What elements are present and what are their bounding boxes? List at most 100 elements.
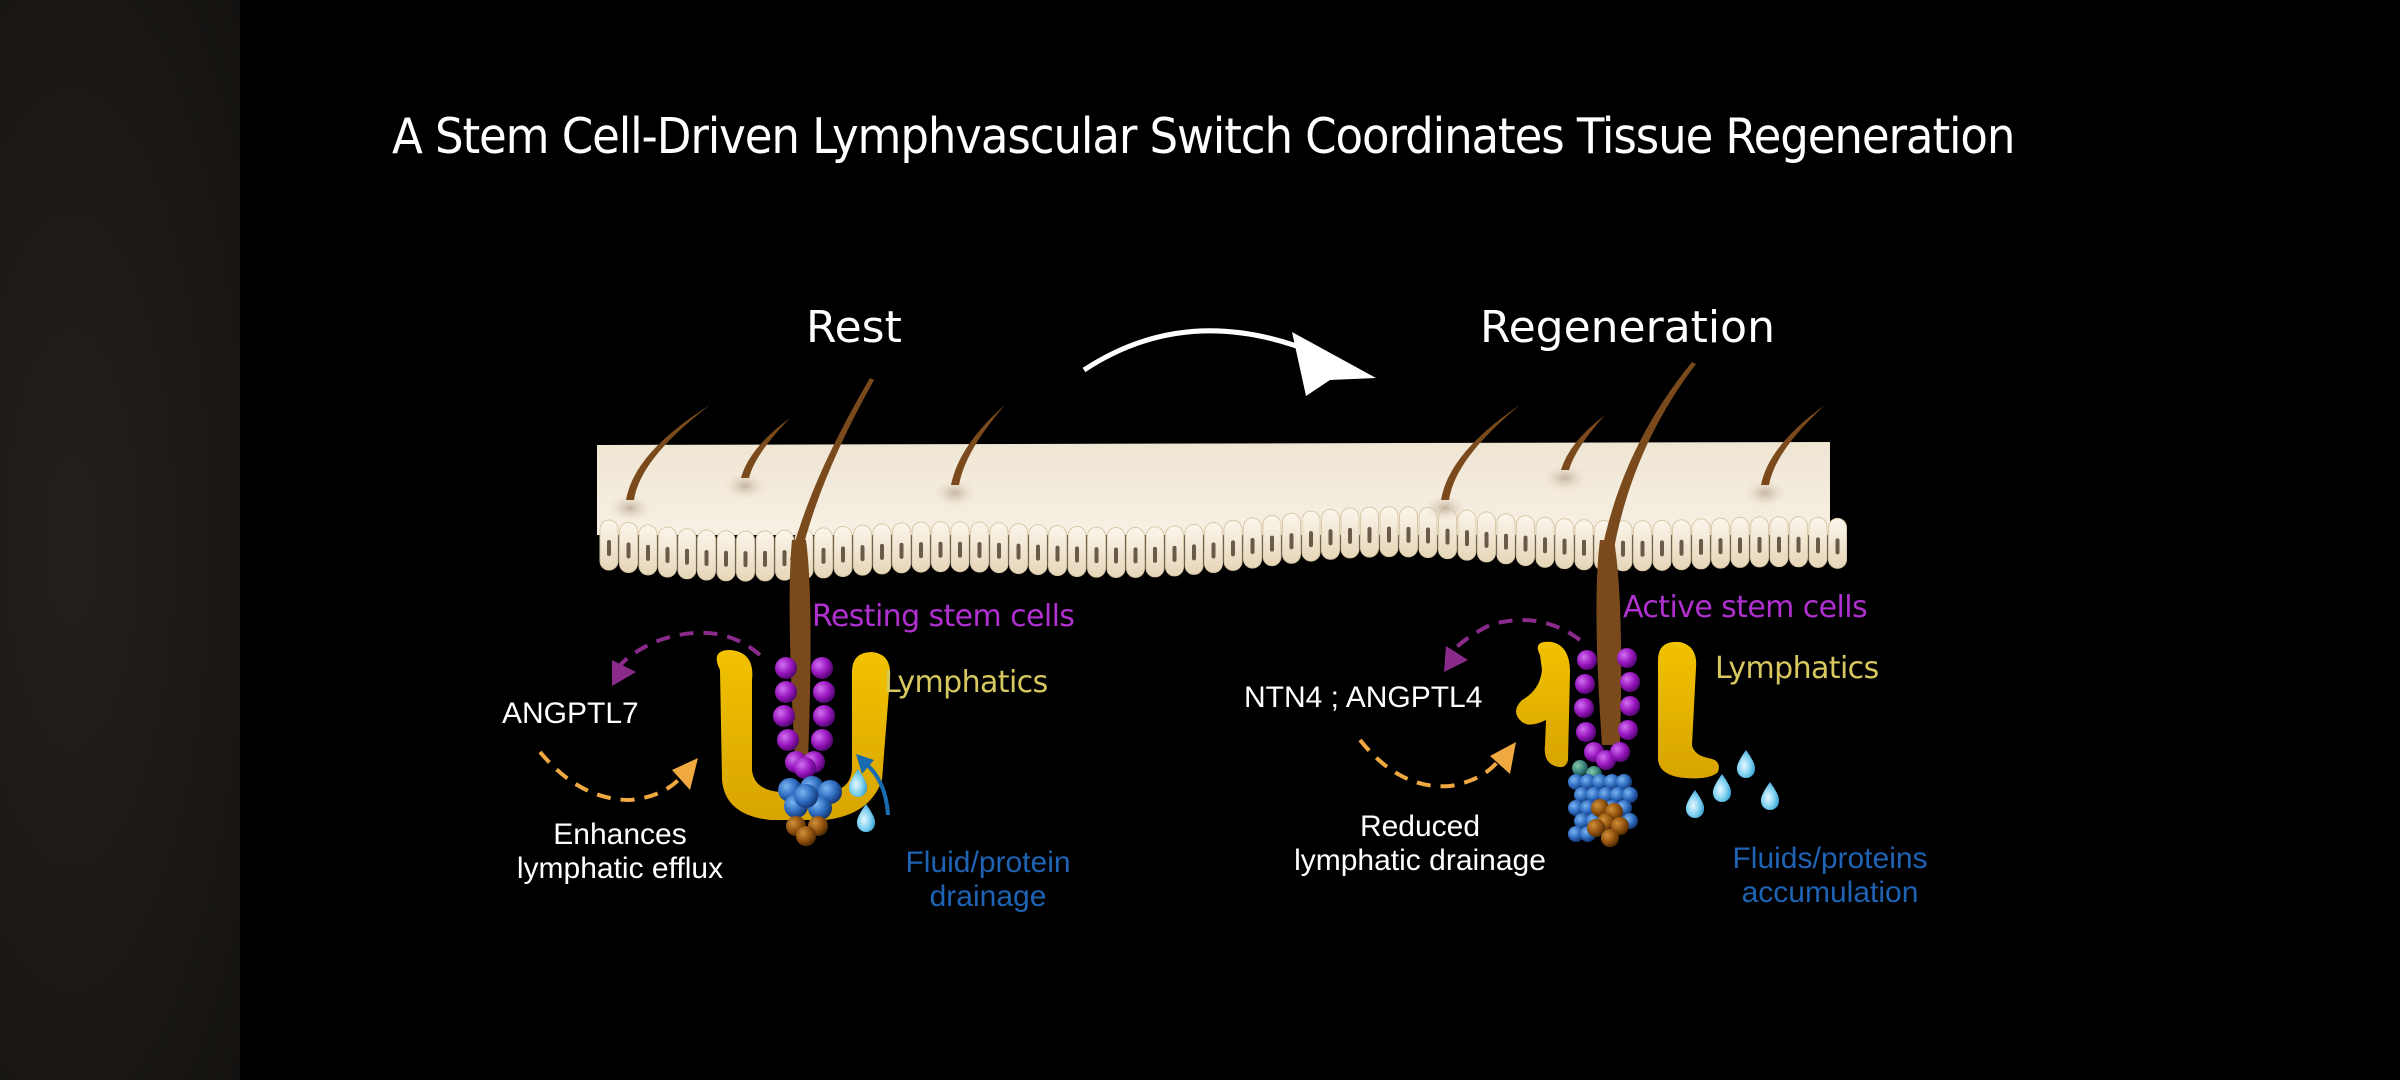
cell-nucleus xyxy=(685,548,689,565)
hair xyxy=(741,418,790,478)
slide: A Stem Cell-Driven Lymphvascular Switch … xyxy=(240,0,2400,1080)
cell-nucleus xyxy=(782,550,787,567)
cell-nucleus xyxy=(1250,538,1255,555)
follicle-shadow xyxy=(933,479,977,507)
cell-nucleus xyxy=(1133,547,1138,564)
progenitor-cell xyxy=(1568,826,1584,842)
cell-nucleus xyxy=(763,550,767,567)
progenitor-cell xyxy=(1622,787,1638,803)
cell-nucleus xyxy=(1153,546,1157,563)
cell-nucleus xyxy=(1679,539,1684,556)
hair xyxy=(1441,405,1520,500)
rest-fluid-line1: Fluid/protein xyxy=(905,846,1071,879)
dermal-papilla-cell xyxy=(1601,829,1619,847)
cell-nucleus xyxy=(997,542,1001,559)
cell-nucleus xyxy=(1114,547,1118,564)
cell-nucleus xyxy=(1465,530,1469,547)
follicle-shadow xyxy=(723,472,767,500)
cell-nucleus xyxy=(1036,544,1040,561)
cell-nucleus xyxy=(1055,545,1060,562)
cell-nucleus xyxy=(899,542,904,559)
progenitor-cell xyxy=(1592,774,1608,790)
cell-nucleus xyxy=(1777,536,1781,553)
rest-fluid-droplets xyxy=(848,769,876,832)
rest-effect-arrow xyxy=(538,750,698,803)
stem-cell xyxy=(813,705,835,727)
cell-nucleus xyxy=(1094,547,1099,564)
stem-cell xyxy=(1620,696,1640,716)
curved-arrow-right-icon xyxy=(1082,328,1376,396)
progenitor-cell xyxy=(1574,787,1590,803)
cell-nucleus xyxy=(1835,538,1840,555)
progenitor-cell xyxy=(1568,800,1584,816)
regen-hair-shaft xyxy=(1596,540,1622,745)
regen-effect-line2: lymphatic drainage xyxy=(1294,844,1546,877)
cell-nucleus xyxy=(607,540,611,556)
fluid-droplet xyxy=(856,804,876,832)
regen-effect-line1: Reduced xyxy=(1359,810,1481,843)
regen-lymphatic-right xyxy=(1658,641,1719,779)
rest-factor-arrow xyxy=(612,630,762,686)
rest-follicle xyxy=(716,540,891,846)
cell-nucleus xyxy=(1328,529,1333,546)
rest-lymphatics-label: Lymphatics xyxy=(884,665,1048,700)
cell-nucleus xyxy=(860,545,865,562)
stem-cell xyxy=(1574,698,1594,718)
rest-long-hair xyxy=(790,378,874,560)
cell-nucleus xyxy=(1016,543,1021,560)
cell-nucleus xyxy=(1582,539,1586,556)
hair xyxy=(1561,415,1605,470)
regeneration-follicle xyxy=(1516,540,1719,847)
fluid-droplet xyxy=(1712,774,1732,802)
rest-fluid-label: Fluid/protein drainage xyxy=(868,846,1108,914)
dermal-papilla-cell xyxy=(1611,817,1629,835)
cell-nucleus xyxy=(1270,535,1274,552)
progenitor-cell xyxy=(1586,787,1602,803)
cell-nucleus xyxy=(665,547,670,564)
rest-lymphatic-vessel xyxy=(716,650,891,820)
stem-cell xyxy=(1620,672,1640,692)
stem-cell xyxy=(773,705,795,727)
cell-nucleus xyxy=(1796,536,1801,553)
rest-hair-shaft xyxy=(789,540,811,760)
regeneration-heading: Regeneration xyxy=(1480,302,1775,353)
regen-lymphatic-left xyxy=(1516,641,1570,768)
stem-cell xyxy=(1576,722,1596,742)
stem-cell xyxy=(811,657,833,679)
cell-nucleus xyxy=(1816,537,1820,554)
progenitor-cell xyxy=(1574,813,1590,829)
cell-nucleus xyxy=(1211,542,1216,559)
hair xyxy=(951,405,1005,485)
transit-cell xyxy=(1572,760,1588,776)
stem-cell xyxy=(811,729,833,751)
cell-nucleus xyxy=(1718,538,1723,555)
follicle-shadow xyxy=(1543,464,1587,492)
cell-nucleus xyxy=(1172,545,1177,562)
stem-cell xyxy=(1617,648,1637,668)
rest-drainage-arrow xyxy=(856,754,890,816)
cell-nucleus xyxy=(1231,540,1235,557)
stem-cell xyxy=(777,729,799,751)
cell-nucleus xyxy=(1309,531,1313,548)
fluid-droplet xyxy=(1685,790,1705,818)
cell-nucleus xyxy=(1640,540,1645,557)
cell-nucleus xyxy=(626,542,631,559)
cell-nucleus xyxy=(1621,540,1625,557)
stem-cell xyxy=(813,681,835,703)
follicle-shadow xyxy=(1743,479,1787,507)
regen-effect-arrow xyxy=(1358,738,1516,789)
hair xyxy=(626,405,710,500)
fluid-droplet xyxy=(848,769,868,797)
fluid-droplet xyxy=(1736,750,1756,778)
progenitor-cell xyxy=(1604,774,1620,790)
cell-nucleus xyxy=(646,544,650,561)
cell-nucleus xyxy=(1289,533,1294,550)
regen-lymphatics-label: Lymphatics xyxy=(1715,651,1879,686)
rest-effect-label: Enhances lymphatic efflux xyxy=(500,818,740,886)
stem-cell xyxy=(1610,742,1630,762)
regen-stem-cells-label: Active stem cells xyxy=(1623,590,1868,625)
rest-effect-line2: lymphatic efflux xyxy=(516,852,724,885)
cell-nucleus xyxy=(1367,526,1372,543)
dermal-papilla-cell xyxy=(1591,799,1609,817)
cell-nucleus xyxy=(1543,537,1547,554)
